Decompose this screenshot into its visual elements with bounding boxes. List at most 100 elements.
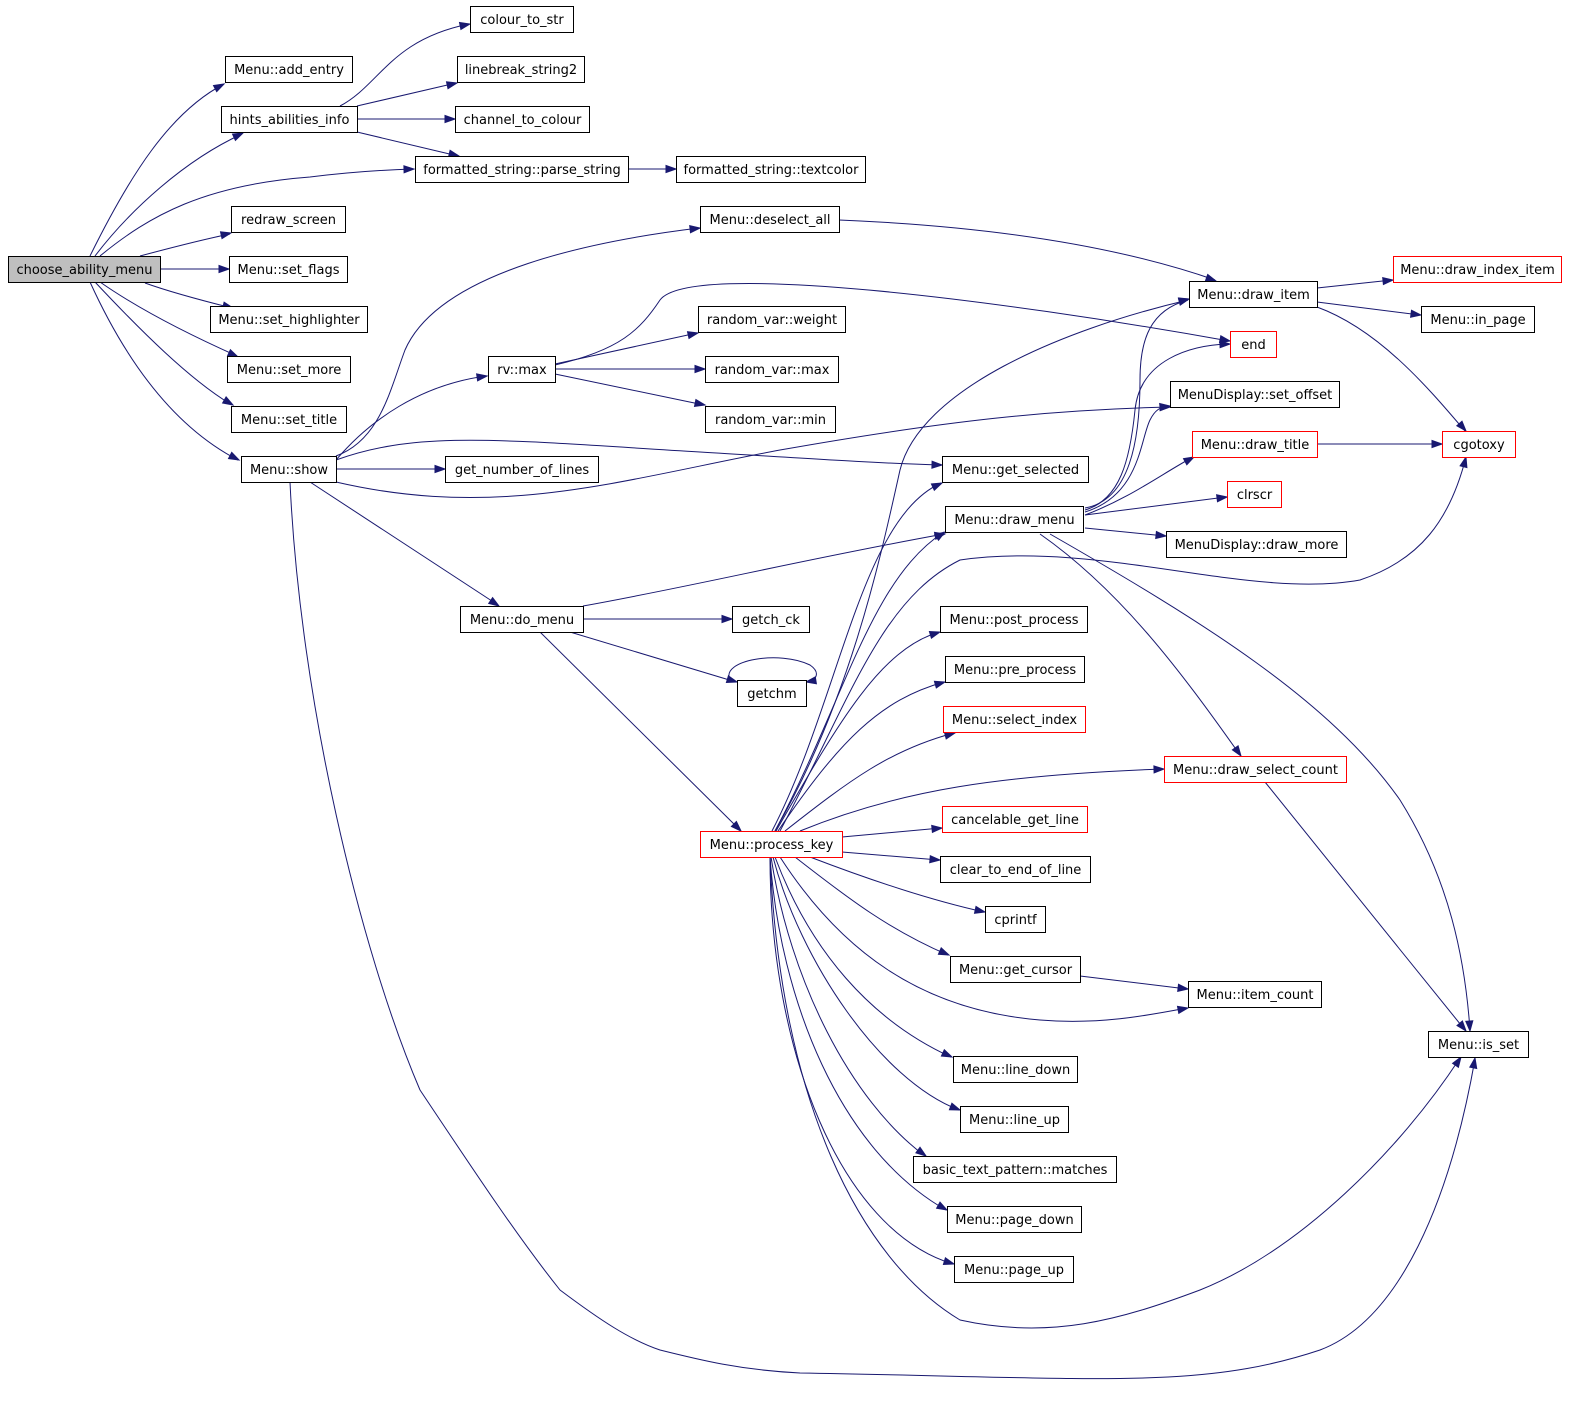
node-draw-select-count[interactable]: Menu::draw_select_count bbox=[1164, 756, 1347, 783]
edge-hints-abilities-info-to-linebreak-string2 bbox=[356, 81, 459, 107]
node-label: MenuDisplay::draw_more bbox=[1175, 538, 1339, 553]
node-linebreak-string2[interactable]: linebreak_string2 bbox=[457, 56, 585, 83]
edge-do-menu-to-process-key bbox=[539, 631, 743, 833]
node-box bbox=[8, 256, 161, 283]
node-page-down[interactable]: Menu::page_down bbox=[947, 1206, 1082, 1233]
edge-show-to-get-number-of-lines bbox=[336, 464, 447, 474]
edge-process-key-to-pre-process bbox=[777, 680, 947, 832]
node-set-highlighter[interactable]: Menu::set_highlighter bbox=[210, 306, 368, 333]
node-label: random_var::min bbox=[715, 413, 826, 428]
edge-draw-menu-to-set-offset bbox=[1084, 402, 1172, 513]
node-label: hints_abilities_info bbox=[230, 113, 350, 128]
node-end[interactable]: end bbox=[1230, 331, 1277, 358]
node-redraw-screen[interactable]: redraw_screen bbox=[231, 206, 346, 233]
node-label: Menu::line_down bbox=[961, 1063, 1071, 1078]
node-getchm[interactable]: getchm bbox=[737, 680, 807, 707]
node-label: rv::max bbox=[497, 363, 547, 378]
node-draw-title[interactable]: Menu::draw_title bbox=[1192, 431, 1318, 458]
node-pre-process[interactable]: Menu::pre_process bbox=[945, 656, 1085, 683]
node-box bbox=[732, 606, 810, 633]
node-cgotoxy[interactable]: cgotoxy bbox=[1442, 431, 1516, 458]
node-add-entry[interactable]: Menu::add_entry bbox=[225, 56, 353, 83]
edge-show-to-do-menu bbox=[309, 481, 501, 607]
node-select-index[interactable]: Menu::select_index bbox=[943, 706, 1086, 733]
node-rv-min[interactable]: random_var::min bbox=[705, 406, 836, 433]
edge-process-key-to-cgotoxy bbox=[779, 455, 1468, 832]
node-draw-menu[interactable]: Menu::draw_menu bbox=[945, 506, 1084, 533]
edge-rv-max-to-rv-min bbox=[554, 373, 707, 407]
node-box bbox=[1192, 431, 1318, 458]
edge-draw-menu-to-draw-title bbox=[1084, 456, 1196, 516]
node-do-menu[interactable]: Menu::do_menu bbox=[460, 606, 584, 633]
edge-draw-menu-to-draw-more bbox=[1084, 527, 1168, 540]
node-line-down[interactable]: Menu::line_down bbox=[953, 1056, 1078, 1083]
edge-process-key-to-is-set bbox=[769, 856, 1462, 1329]
edge-process-key-to-page-down bbox=[769, 856, 949, 1211]
node-label: Menu::set_more bbox=[237, 363, 342, 378]
node-deselect-all[interactable]: Menu::deselect_all bbox=[700, 206, 840, 233]
node-label: getchm bbox=[747, 687, 796, 702]
node-box bbox=[947, 1206, 1082, 1233]
node-in-page[interactable]: Menu::in_page bbox=[1421, 306, 1535, 333]
node-set-title[interactable]: Menu::set_title bbox=[231, 406, 347, 433]
edge-show-to-is-set bbox=[289, 481, 1478, 1380]
edge-do-menu-to-getch-ck bbox=[583, 614, 734, 624]
node-cancelable-get-line[interactable]: cancelable_get_line bbox=[942, 806, 1088, 833]
node-draw-item[interactable]: Menu::draw_item bbox=[1189, 281, 1318, 308]
node-box bbox=[210, 306, 368, 333]
node-label: random_var::weight bbox=[707, 313, 837, 328]
node-set-offset[interactable]: MenuDisplay::set_offset bbox=[1170, 381, 1340, 408]
edge-draw-select-count-to-is-set bbox=[1264, 781, 1467, 1033]
edge-show-to-rv-max bbox=[335, 373, 489, 461]
node-choose-ability-menu[interactable]: choose_ability_menu bbox=[8, 256, 161, 283]
node-page-up[interactable]: Menu::page_up bbox=[954, 1256, 1074, 1283]
node-rv-max2[interactable]: random_var::max bbox=[705, 356, 839, 383]
node-draw-more[interactable]: MenuDisplay::draw_more bbox=[1166, 531, 1347, 558]
node-box bbox=[460, 606, 584, 633]
node-get-selected[interactable]: Menu::get_selected bbox=[942, 456, 1089, 483]
node-rv-weight[interactable]: random_var::weight bbox=[698, 306, 846, 333]
node-label: linebreak_string2 bbox=[465, 63, 577, 78]
edge-process-key-to-clear-to-end-of-line bbox=[841, 851, 942, 864]
node-hints-abilities-info[interactable]: hints_abilities_info bbox=[221, 106, 358, 133]
node-channel-to-colour[interactable]: channel_to_colour bbox=[455, 106, 590, 133]
node-rv-max[interactable]: rv::max bbox=[488, 356, 556, 383]
node-textcolor[interactable]: formatted_string::textcolor bbox=[676, 156, 866, 183]
node-is-set[interactable]: Menu::is_set bbox=[1428, 1031, 1529, 1058]
edge-hints-abilities-info-to-parse-string bbox=[356, 131, 461, 158]
node-clrscr[interactable]: clrscr bbox=[1227, 481, 1282, 508]
edge-draw-item-to-cgotoxy bbox=[1316, 306, 1468, 433]
node-box bbox=[225, 56, 353, 83]
node-getch-ck[interactable]: getch_ck bbox=[732, 606, 810, 633]
node-label: Menu::get_selected bbox=[952, 463, 1079, 478]
node-colour-to-str[interactable]: colour_to_str bbox=[470, 6, 574, 33]
edge-process-key-to-post-process bbox=[775, 630, 942, 832]
node-set-flags[interactable]: Menu::set_flags bbox=[229, 256, 348, 283]
node-get-cursor[interactable]: Menu::get_cursor bbox=[950, 956, 1081, 983]
node-label: Menu::is_set bbox=[1438, 1038, 1519, 1053]
edge-process-key-to-get-cursor bbox=[794, 856, 951, 956]
node-box bbox=[953, 1056, 1078, 1083]
node-label: Menu::get_cursor bbox=[959, 963, 1073, 978]
node-cprintf[interactable]: cprintf bbox=[985, 906, 1046, 933]
node-matches[interactable]: basic_text_pattern::matches bbox=[913, 1156, 1117, 1183]
node-box bbox=[241, 456, 337, 483]
node-label: cprintf bbox=[994, 913, 1037, 928]
node-box bbox=[940, 856, 1091, 883]
node-item-count[interactable]: Menu::item_count bbox=[1188, 981, 1322, 1008]
node-line-up[interactable]: Menu::line_up bbox=[960, 1106, 1069, 1133]
node-process-key[interactable]: Menu::process_key bbox=[700, 831, 843, 858]
node-get-number-of-lines[interactable]: get_number_of_lines bbox=[445, 456, 599, 483]
node-label: Menu::draw_menu bbox=[954, 513, 1074, 528]
node-label: Menu::add_entry bbox=[234, 63, 344, 78]
node-show[interactable]: Menu::show bbox=[241, 456, 337, 483]
node-label: Menu::set_flags bbox=[237, 263, 339, 278]
node-label: Menu::select_index bbox=[952, 713, 1077, 728]
node-draw-index-item[interactable]: Menu::draw_index_item bbox=[1393, 256, 1562, 283]
node-post-process[interactable]: Menu::post_process bbox=[940, 606, 1088, 633]
node-set-more[interactable]: Menu::set_more bbox=[227, 356, 351, 383]
node-clear-to-end-of-line[interactable]: clear_to_end_of_line bbox=[940, 856, 1091, 883]
node-parse-string[interactable]: formatted_string::parse_string bbox=[415, 156, 629, 183]
node-box bbox=[1442, 431, 1516, 458]
edge-choose-ability-menu-to-hints-abilities-info bbox=[94, 132, 245, 257]
